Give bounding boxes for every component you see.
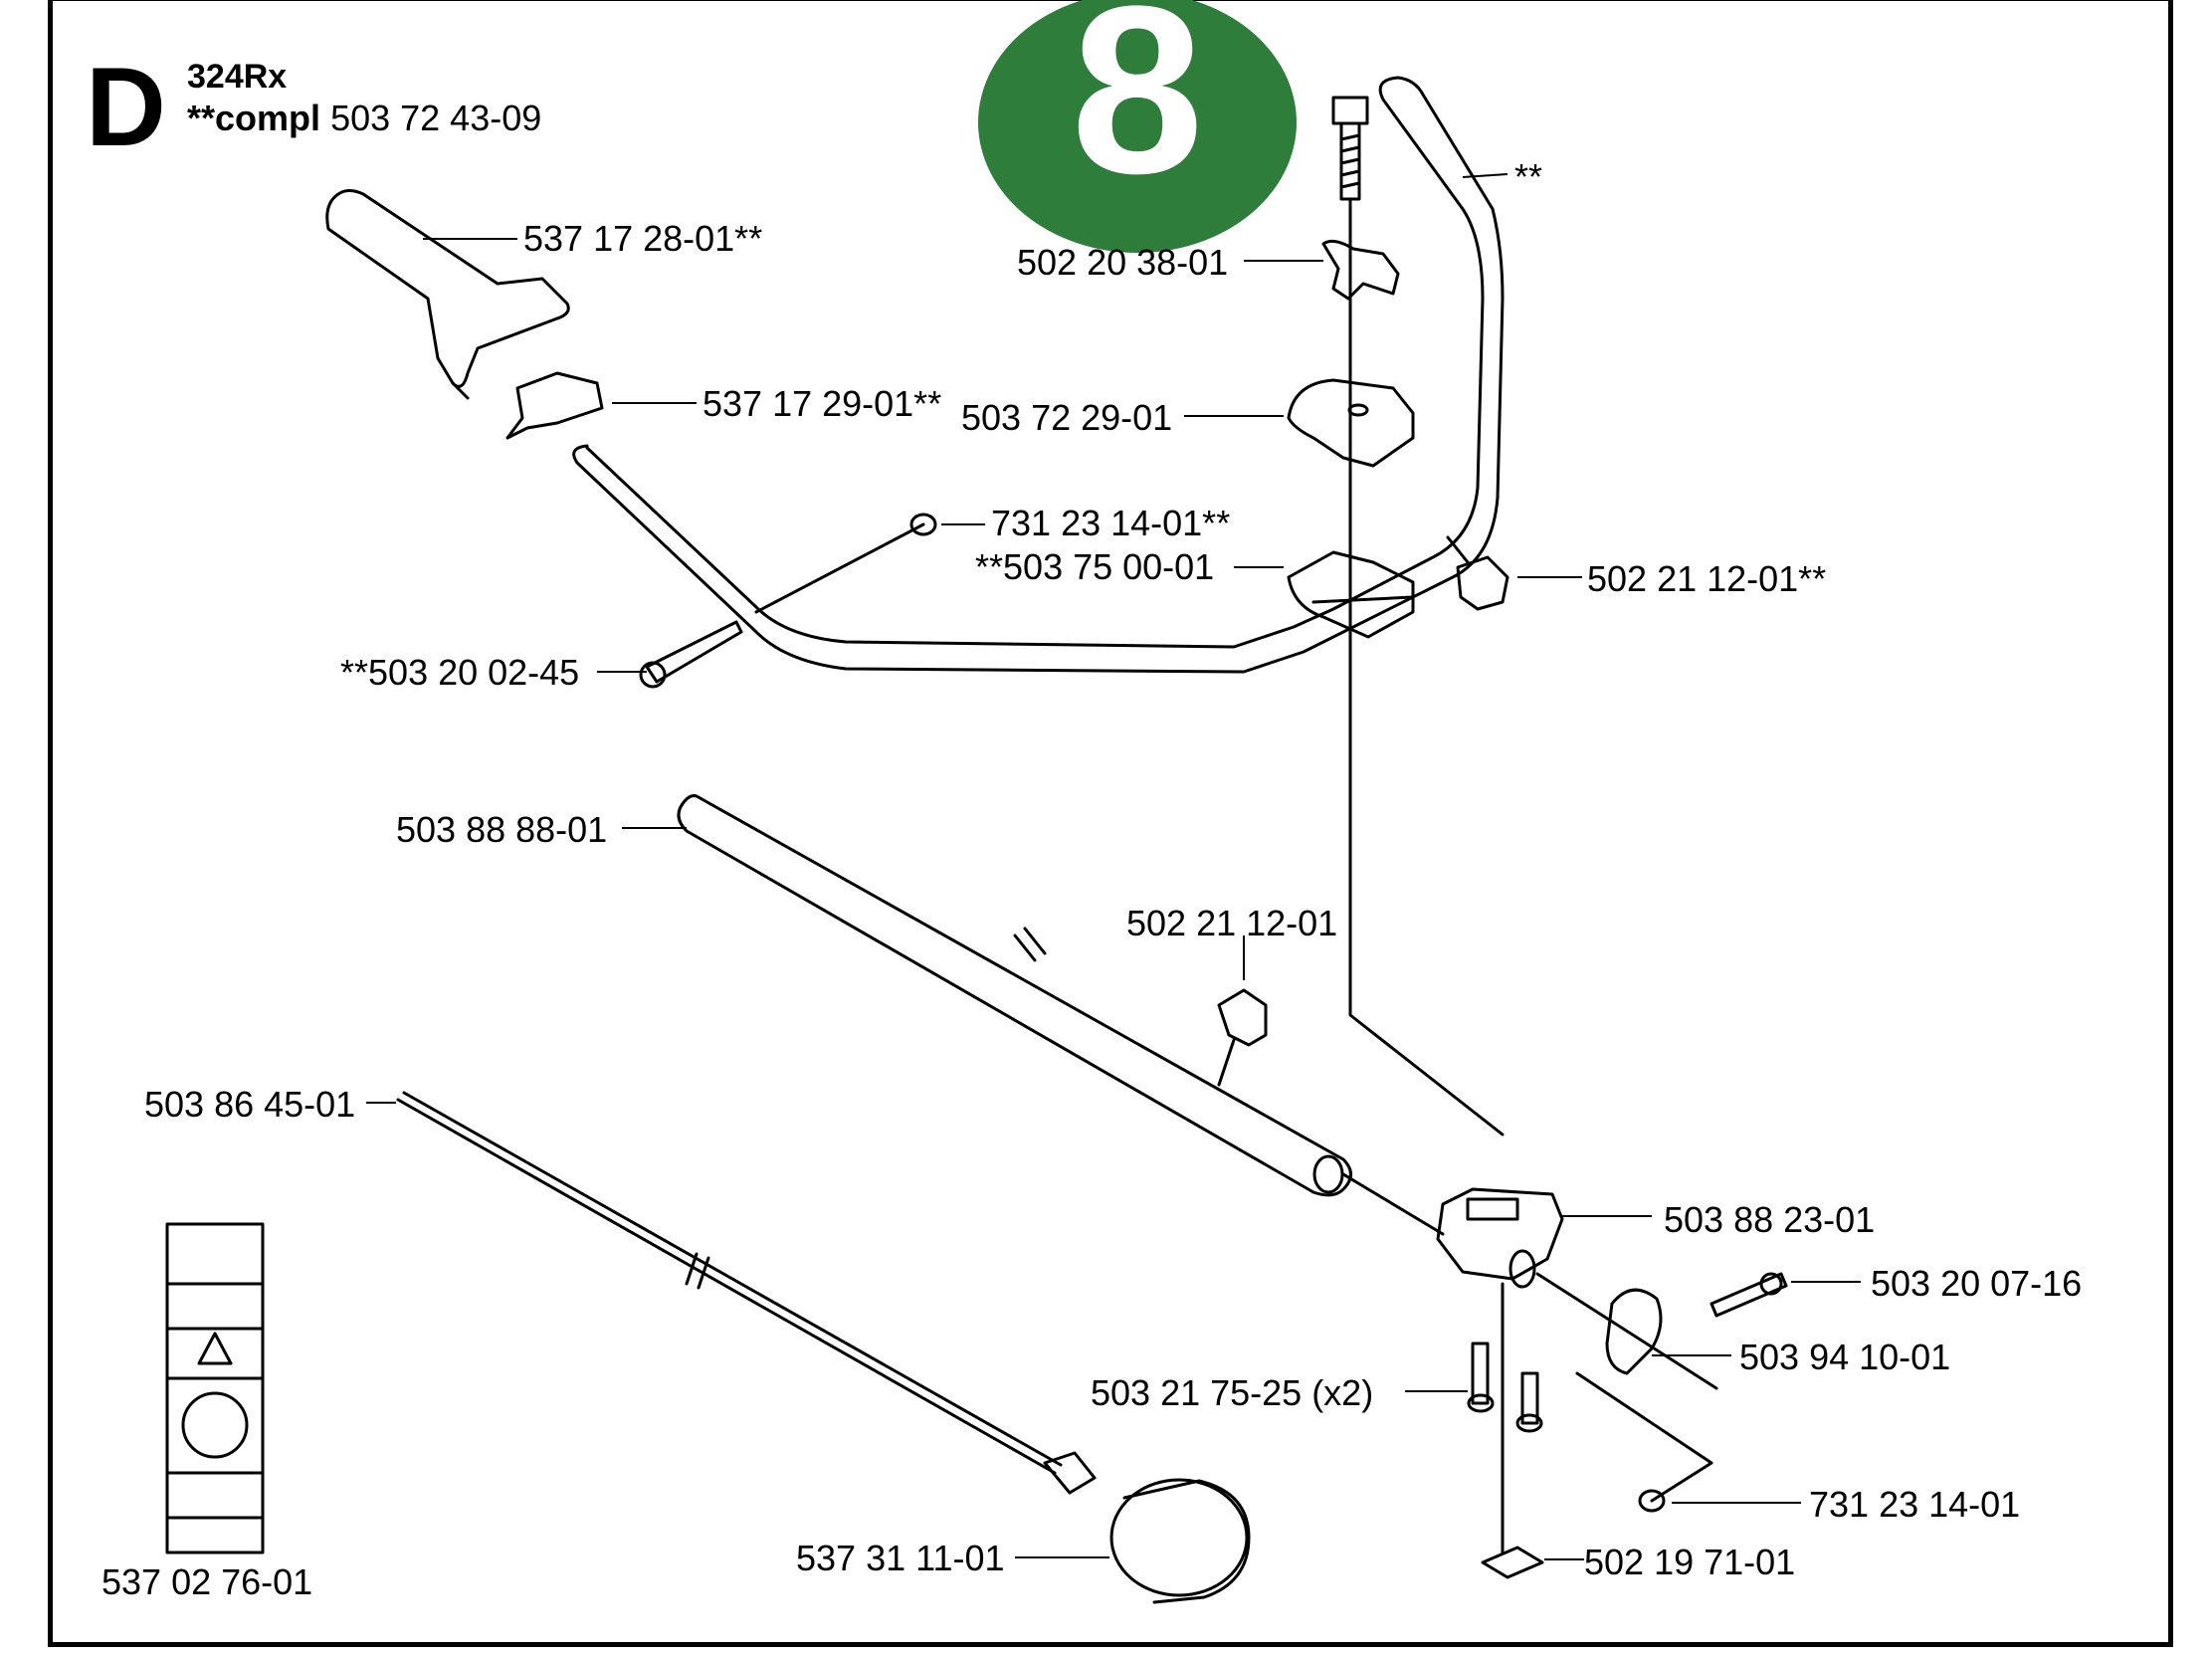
knob-shaft (1217, 988, 1268, 1047)
part-label-503-72-29-01: 503 72 29-01 (961, 397, 1173, 438)
part-label-537-17-28-01: 537 17 28-01** (523, 218, 763, 259)
bracket (1436, 1187, 1564, 1281)
part-label-503-88-23-01: 503 88 23-01 (1664, 1199, 1876, 1240)
part-label-537-17-29-01: 537 17 29-01** (703, 383, 942, 424)
part-label-503-21-75-25: 503 21 75-25 (x2) (1091, 1372, 1374, 1413)
square-nut (1481, 1546, 1544, 1579)
drum-cup (1109, 1478, 1249, 1597)
part-label-731-23-14-01-upper: 731 23 14-01** (991, 503, 1231, 543)
part-label-731-23-14-01-lower: 731 23 14-01 (1809, 1484, 2021, 1525)
bolt-side (1709, 1272, 1788, 1318)
part-label-502-19-71-01: 502 19 71-01 (1584, 1542, 1796, 1582)
part-label-handlebar-star: ** (1514, 156, 1543, 197)
part-label-503-94-10-01: 503 94 10-01 (1739, 1337, 1951, 1377)
part-label-502-21-12-01: 502 21 12-01 (1126, 903, 1338, 943)
compl-number: 503 72 43-09 (330, 98, 542, 138)
part-label-503-86-45-01: 503 86 45-01 (144, 1084, 356, 1125)
part-label-503-88-88-01: 503 88 88-01 (396, 809, 608, 850)
page-badge-number: 8 (1071, 0, 1204, 223)
grip (325, 189, 570, 388)
page-badge (978, 0, 1297, 253)
part-label-537-31-11-01: 537 31 11-01 (796, 1538, 1005, 1578)
part-label-537-02-76-01: 537 02 76-01 (101, 1561, 313, 1602)
complete-kit-number: **compl 503 72 43-09 (187, 98, 541, 139)
knob-upper (1456, 555, 1509, 611)
screw-lower-a (1471, 1342, 1490, 1405)
coupling (1043, 1451, 1097, 1495)
compl-prefix: **compl (187, 98, 321, 138)
part-label-503-20-02-45: **503 20 02-45 (340, 652, 580, 693)
trigger-part (505, 371, 604, 440)
clamp-upper (1287, 378, 1415, 468)
side-clamp (1605, 1288, 1663, 1375)
warning-decal (165, 1222, 265, 1554)
drive-shaft (396, 1091, 1063, 1475)
part-label-502-20-38-01: 502 20 38-01 (1017, 242, 1229, 283)
handlebar-tube (572, 76, 1505, 674)
wing-nut (1321, 239, 1400, 301)
top-bolt-head (1331, 96, 1369, 125)
part-label-503-75-00-01: **503 75 00-01 (975, 546, 1215, 587)
clamp-lower (1287, 550, 1415, 639)
part-label-503-20-07-16: 503 20 07-16 (1871, 1263, 2083, 1304)
part-label-502-21-12-01-upper: 502 21 12-01** (1587, 558, 1827, 599)
model-name: 324Rx (187, 58, 288, 96)
section-letter: D (86, 45, 166, 169)
screw-lower-b (1520, 1371, 1539, 1425)
nut-upper (909, 513, 937, 536)
screw-handlebar (645, 620, 743, 684)
nut-lower (1638, 1489, 1666, 1513)
